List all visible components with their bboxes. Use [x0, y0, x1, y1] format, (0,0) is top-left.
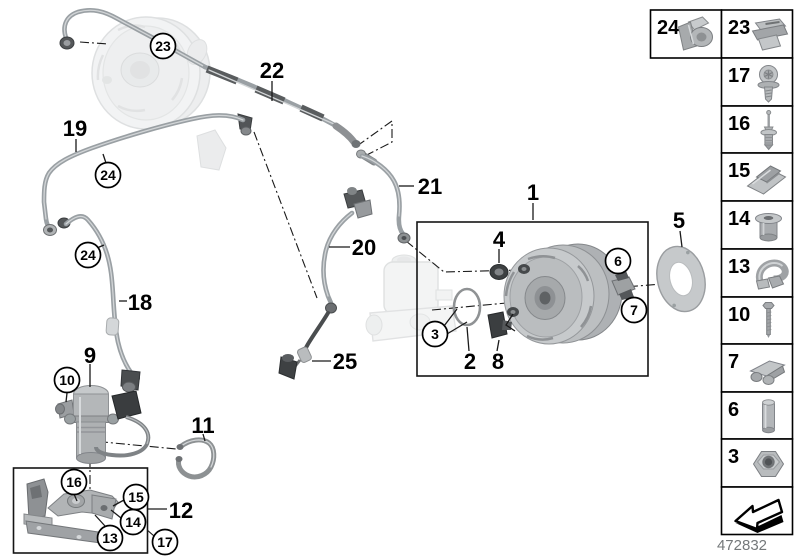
svg-text:6: 6 — [728, 399, 739, 421]
svg-text:15: 15 — [728, 160, 750, 182]
svg-text:10: 10 — [728, 304, 750, 326]
legend-cell-23[interactable]: 23 — [720, 9, 794, 59]
legend-cell-15[interactable]: 15 — [720, 152, 794, 202]
hex-nut-icon — [752, 451, 785, 477]
callout-25[interactable]: 25 — [333, 349, 357, 374]
callout-13[interactable]: 13 — [96, 524, 124, 552]
svg-text:14: 14 — [728, 208, 751, 230]
pump-mount-bolt — [55, 403, 65, 415]
legend-cell-14[interactable]: 14 — [720, 200, 794, 250]
legend-cell-10[interactable]: 10 — [720, 296, 794, 345]
callouts-circled: 23 24 24 10 16 15 14 13 17 3 6 7 — [53, 32, 648, 556]
callout-4[interactable]: 4 — [493, 227, 506, 252]
leader-lines — [65, 81, 683, 527]
callout-18[interactable]: 18 — [128, 290, 152, 315]
svg-text:7: 7 — [630, 302, 638, 318]
callout-22[interactable]: 22 — [260, 58, 284, 83]
callout-15[interactable]: 15 — [122, 483, 150, 511]
vacuum-pipe-23-22 — [59, 7, 361, 148]
svg-text:14: 14 — [125, 514, 141, 530]
slide-clip-icon — [746, 165, 787, 195]
svg-text:7: 7 — [728, 351, 739, 373]
svg-text:23: 23 — [155, 38, 171, 54]
svg-text:16: 16 — [728, 113, 750, 135]
leaf-spring-clip-icon — [749, 360, 786, 385]
pipe-clip-icon — [751, 18, 789, 51]
callout-20[interactable]: 20 — [352, 235, 376, 260]
legend-cell-7[interactable]: 7 — [720, 343, 794, 393]
vacuum-pipe-21 — [356, 149, 411, 244]
svg-text:13: 13 — [102, 530, 118, 546]
callout-1[interactable]: 1 — [527, 180, 539, 205]
svg-text:23: 23 — [728, 17, 750, 39]
callout-24b[interactable]: 24 — [74, 241, 102, 269]
gasket-5 — [656, 245, 706, 313]
continuation-arrow-icon — [734, 498, 784, 533]
flange-screw-icon — [757, 65, 780, 103]
pump-bracket — [23, 478, 119, 544]
svg-text:13: 13 — [728, 256, 750, 278]
svg-text:17: 17 — [728, 65, 750, 87]
sleeve-nut-icon — [755, 213, 782, 242]
legend-cell-13[interactable]: 13 — [720, 248, 794, 298]
legend-sidebar: 24 23 17 — [649, 9, 794, 536]
callout-2[interactable]: 2 — [464, 349, 476, 374]
svg-text:24: 24 — [657, 17, 680, 39]
callout-9[interactable]: 9 — [84, 343, 96, 368]
bracket-assembly-box — [12, 467, 149, 554]
callout-8[interactable]: 8 — [492, 349, 504, 374]
sensor-8 — [487, 311, 516, 339]
pipe-connector — [325, 302, 337, 314]
svg-text:10: 10 — [59, 372, 75, 388]
o-ring-2 — [452, 287, 482, 327]
drawing-number: 472832 — [717, 537, 767, 554]
callout-17[interactable]: 17 — [151, 528, 179, 556]
svg-text:6: 6 — [614, 253, 622, 269]
callout-24[interactable]: 24 — [94, 161, 122, 189]
pipe-sleeve — [105, 317, 120, 336]
legend-cell-3[interactable]: 3 — [720, 438, 794, 488]
callout-11[interactable]: 11 — [191, 413, 214, 438]
svg-text:3: 3 — [728, 446, 739, 468]
pump-electrical-connector — [111, 390, 142, 420]
callout-14[interactable]: 14 — [119, 508, 147, 536]
bolt-icon — [762, 302, 775, 338]
legend-cell-16[interactable]: 16 — [720, 105, 794, 154]
legend-cell-continuation[interactable] — [720, 486, 794, 536]
svg-text:24: 24 — [80, 247, 96, 263]
svg-text:24: 24 — [100, 167, 116, 183]
callout-23[interactable]: 23 — [149, 32, 177, 60]
callout-10[interactable]: 10 — [53, 366, 81, 394]
legend-cell-17[interactable]: 17 — [720, 57, 794, 107]
spring-clip-icon — [755, 259, 789, 290]
callout-19[interactable]: 19 — [63, 116, 87, 141]
callout-21[interactable]: 21 — [418, 174, 442, 199]
vacuum-hose-11 — [175, 437, 217, 480]
svg-text:16: 16 — [66, 474, 82, 490]
vacuum-pipe-19 — [41, 113, 253, 236]
dowel-pin-icon — [762, 399, 775, 434]
vacuum-pump — [55, 369, 151, 464]
brake-servo — [503, 243, 636, 345]
vacuum-pipe-20 — [321, 187, 373, 314]
legend-cell-6[interactable]: 6 — [720, 391, 794, 440]
callout-6[interactable]: 6 — [604, 247, 632, 275]
callout-7[interactable]: 7 — [620, 296, 648, 324]
sensor-line-25 — [278, 311, 330, 380]
svg-text:17: 17 — [157, 534, 173, 550]
callouts-bold: 1 2 4 5 8 9 11 12 18 19 20 21 22 25 — [63, 58, 685, 523]
expanding-rivet-icon — [760, 110, 778, 151]
svg-text:3: 3 — [431, 326, 439, 342]
svg-text:15: 15 — [128, 489, 144, 505]
legend-cell-24[interactable]: 24 — [649, 9, 723, 59]
callout-5[interactable]: 5 — [673, 208, 685, 233]
servo-assembly-box — [416, 221, 649, 377]
callout-3[interactable]: 3 — [421, 320, 449, 348]
callout-16[interactable]: 16 — [60, 468, 88, 496]
callout-12[interactable]: 12 — [169, 498, 193, 523]
hose-clamp-icon — [677, 16, 713, 51]
